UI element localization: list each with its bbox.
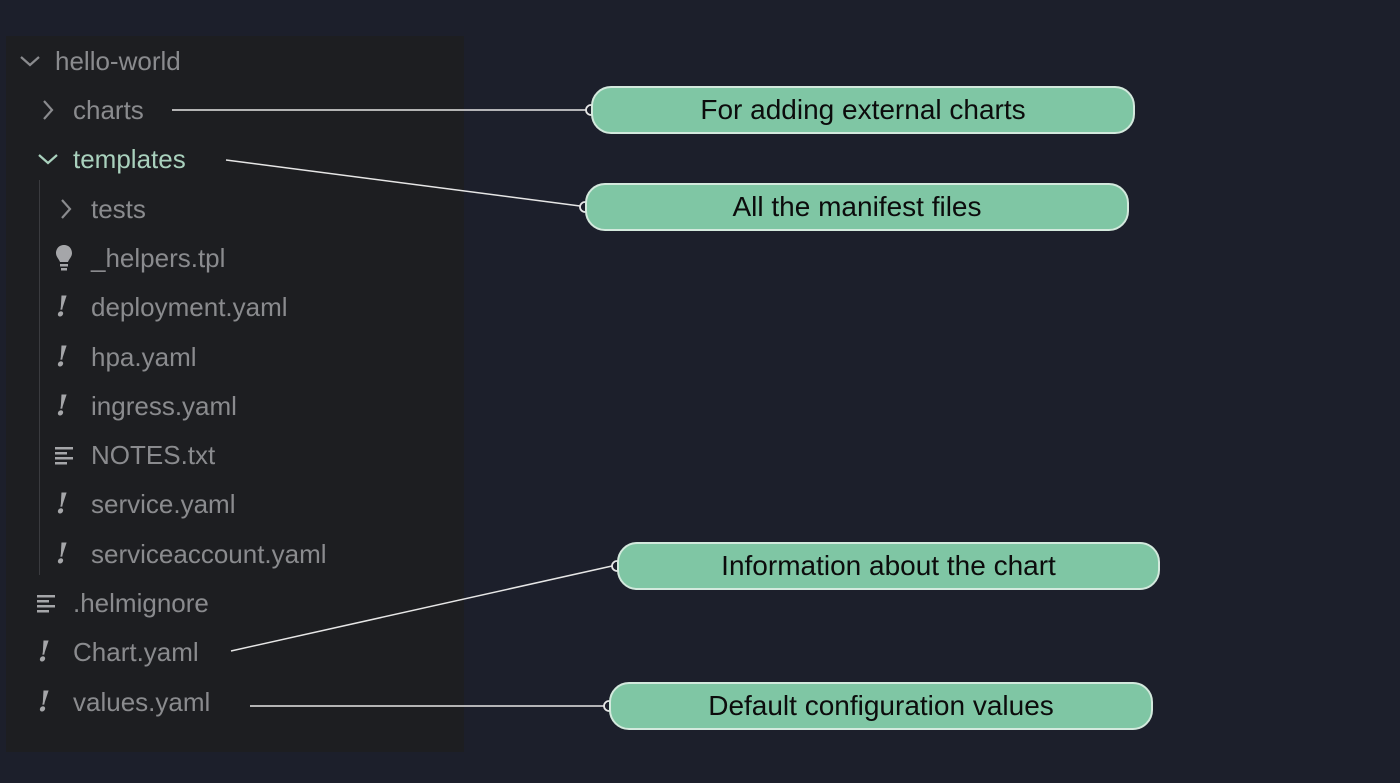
tree-root-hello-world[interactable]: hello-world (18, 41, 181, 81)
yaml-exclamation-icon: ! (55, 290, 69, 323)
text-lines-icon (52, 435, 76, 475)
tree-item-label: values.yaml (73, 687, 211, 717)
callout-external-charts: For adding external charts (591, 86, 1135, 134)
yaml-exclamation-icon: ! (37, 635, 51, 668)
tree-item-helmignore[interactable]: .helmignore (36, 583, 209, 623)
tree-item-label: .helmignore (73, 588, 209, 618)
tree-item-deployment-yaml[interactable]: ! deployment.yaml (54, 287, 288, 327)
tree-item-notes-txt[interactable]: NOTES.txt (54, 435, 215, 475)
tree-item-label: tests (91, 194, 146, 224)
tree-item-hpa-yaml[interactable]: ! hpa.yaml (54, 337, 197, 377)
chevron-right-icon (36, 90, 60, 130)
tree-item-label: hpa.yaml (91, 342, 197, 372)
tree-item-label: templates (73, 144, 186, 174)
file-explorer-panel (6, 36, 464, 752)
chevron-down-icon (18, 41, 42, 81)
tree-item-values-yaml[interactable]: ! values.yaml (36, 682, 210, 722)
tree-item-label: Chart.yaml (73, 637, 199, 667)
tree-item-label: deployment.yaml (91, 292, 288, 322)
connector-chart-yaml (230, 565, 613, 652)
tree-item-helpers-tpl[interactable]: _helpers.tpl (54, 238, 225, 278)
yaml-exclamation-icon: ! (55, 537, 69, 570)
tree-item-chart-yaml[interactable]: ! Chart.yaml (36, 632, 199, 672)
yaml-exclamation-icon: ! (55, 340, 69, 373)
tree-item-label: serviceaccount.yaml (91, 539, 327, 569)
tree-item-service-yaml[interactable]: ! service.yaml (54, 484, 236, 524)
yaml-exclamation-icon: ! (55, 487, 69, 520)
yaml-exclamation-icon: ! (55, 389, 69, 422)
callout-default-values: Default configuration values (609, 682, 1153, 730)
indent-guide (39, 180, 40, 575)
text-lines-icon (34, 583, 58, 623)
tree-item-label: charts (73, 95, 144, 125)
tree-item-label: ingress.yaml (91, 391, 237, 421)
tree-item-label: _helpers.tpl (91, 243, 226, 273)
lightbulb-icon (52, 238, 76, 278)
tree-item-label: service.yaml (91, 489, 236, 519)
tree-item-label: hello-world (55, 46, 181, 76)
callout-manifest-files: All the manifest files (585, 183, 1129, 231)
chevron-down-icon (36, 139, 60, 179)
chevron-right-icon (54, 189, 78, 229)
tree-item-tests[interactable]: tests (54, 189, 146, 229)
yaml-exclamation-icon: ! (37, 685, 51, 718)
tree-item-ingress-yaml[interactable]: ! ingress.yaml (54, 386, 237, 426)
callout-chart-information: Information about the chart (617, 542, 1160, 590)
tree-item-templates[interactable]: templates (36, 139, 186, 179)
tree-item-serviceaccount-yaml[interactable]: ! serviceaccount.yaml (54, 534, 327, 574)
tree-item-label: NOTES.txt (91, 440, 216, 470)
connector-templates (225, 159, 581, 207)
tree-item-charts[interactable]: charts (36, 90, 144, 130)
